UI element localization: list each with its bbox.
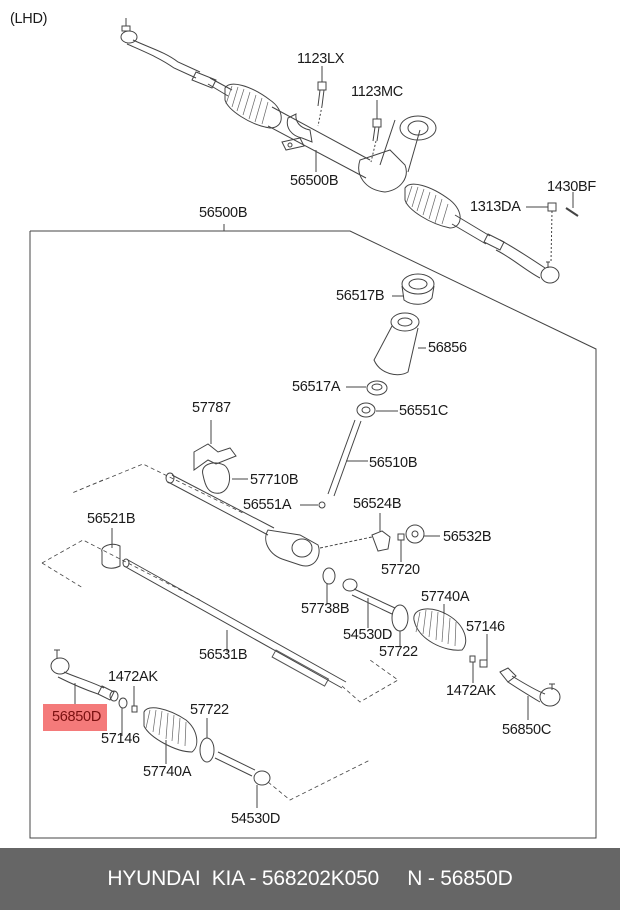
part-label-56510b[interactable]: 56510B <box>369 455 418 471</box>
part-label-56500b-top[interactable]: 56500B <box>290 173 339 189</box>
part-label-57738b[interactable]: 57738B <box>301 601 350 617</box>
part-label-56531b[interactable]: 56531B <box>199 647 248 663</box>
part-label-57722-left[interactable]: 57722 <box>190 702 229 718</box>
part-label-56517a[interactable]: 56517A <box>292 379 341 395</box>
footer-spacer <box>379 867 407 891</box>
part-label-1472ak-left[interactable]: 1472AK <box>108 669 158 685</box>
part-label-56517b[interactable]: 56517B <box>336 288 385 304</box>
part-label-1313da[interactable]: 1313DA <box>470 199 521 215</box>
footer-bar: HYUNDAI KIA - 568202K050 N - 56850D <box>0 848 620 910</box>
footer-part-number: N - 56850D <box>407 867 513 890</box>
part-label-57710b[interactable]: 57710B <box>250 472 299 488</box>
part-label-57146-right[interactable]: 57146 <box>466 619 505 635</box>
group-frame <box>29 224 597 839</box>
parts-diagram: (LHD) 1123LX 1123MC 56500B 1430BF 1313DA… <box>10 11 597 839</box>
part-label-54530d-left[interactable]: 54530D <box>231 811 280 827</box>
part-label-56521b[interactable]: 56521B <box>87 511 136 527</box>
part-label-1430bf[interactable]: 1430BF <box>547 179 596 195</box>
exploded-parts <box>41 273 561 808</box>
part-label-56856[interactable]: 56856 <box>428 340 467 356</box>
part-label-1123mc[interactable]: 1123MC <box>351 84 403 100</box>
steering-gear-assembly-top <box>120 18 579 284</box>
part-label-57722-right[interactable]: 57722 <box>379 644 418 660</box>
part-label-56500b-group[interactable]: 56500B <box>199 205 248 221</box>
part-label-57787[interactable]: 57787 <box>192 400 231 416</box>
part-label-1472ak-right[interactable]: 1472AK <box>446 683 496 699</box>
part-label-57740a-left[interactable]: 57740A <box>143 764 192 780</box>
footer-brand-oem: HYUNDAI KIA - 568202K050 <box>107 867 380 890</box>
diagram-drawing <box>29 18 597 839</box>
part-label-56850c[interactable]: 56850C <box>502 722 551 738</box>
part-label-56850d-highlighted[interactable]: 56850D <box>43 704 107 731</box>
part-label-54530d-right[interactable]: 54530D <box>343 627 392 643</box>
part-label-56551a[interactable]: 56551A <box>243 497 292 513</box>
part-label-57740a-right[interactable]: 57740A <box>421 589 470 605</box>
part-label-56524b[interactable]: 56524B <box>353 496 402 512</box>
part-label-56551c[interactable]: 56551C <box>399 403 448 419</box>
part-label-57720[interactable]: 57720 <box>381 562 420 578</box>
part-label-1123lx[interactable]: 1123LX <box>297 51 345 67</box>
part-label-57146-left[interactable]: 57146 <box>101 731 140 747</box>
diagram-title: (LHD) <box>10 11 48 27</box>
part-label-56532b[interactable]: 56532B <box>443 529 492 545</box>
